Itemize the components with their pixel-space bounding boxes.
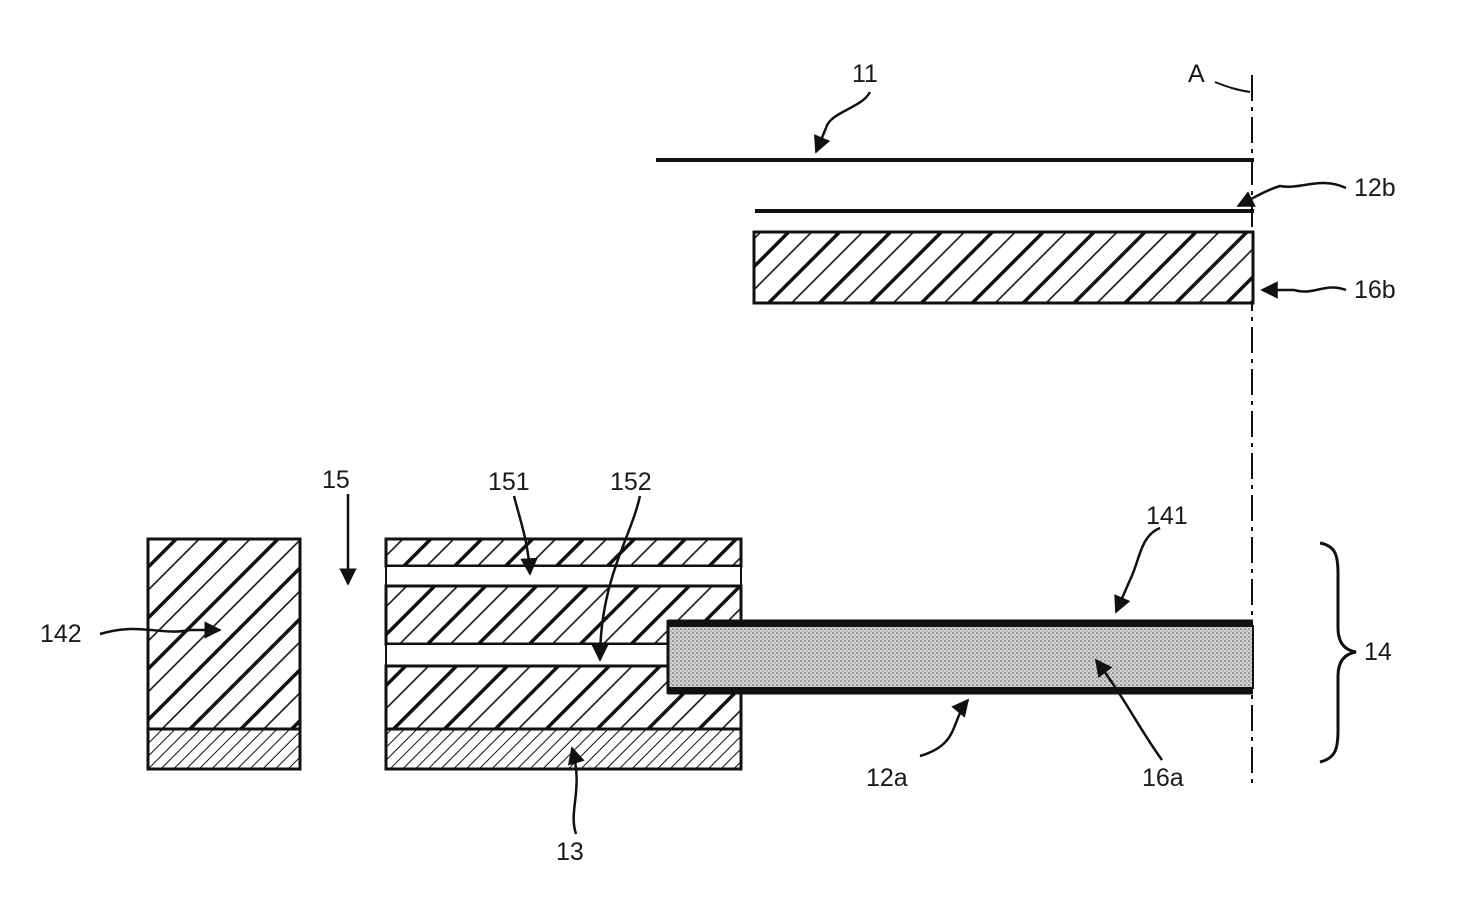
label-12a: 12a	[866, 764, 908, 792]
label-151: 151	[488, 468, 530, 496]
leader-a	[1215, 82, 1250, 92]
label-142: 142	[40, 620, 82, 648]
label-14: 14	[1364, 638, 1392, 666]
label-11: 11	[852, 60, 878, 88]
base-block-142	[148, 729, 300, 769]
label-16a: 16a	[1142, 764, 1184, 792]
leader-11	[816, 92, 870, 152]
label-15: 15	[322, 466, 350, 494]
leader-12b	[1238, 183, 1346, 206]
hatched-block-142	[148, 539, 300, 729]
leader-12a	[920, 700, 968, 756]
label-141: 141	[1146, 502, 1188, 530]
hatched-layer-top	[386, 539, 741, 566]
channel-152	[386, 644, 668, 666]
label-16b: 16b	[1354, 276, 1396, 304]
channel-151	[386, 566, 741, 586]
hatched-block-16b	[754, 232, 1253, 303]
brace-14	[1320, 543, 1356, 762]
leader-141	[1116, 528, 1160, 612]
label-12b: 12b	[1354, 174, 1396, 202]
label-152: 152	[610, 468, 652, 496]
dotted-region-16a	[668, 626, 1253, 688]
label-a: A	[1188, 60, 1205, 88]
base-layer-13	[386, 729, 741, 769]
leader-16b	[1262, 287, 1346, 291]
label-13: 13	[556, 838, 584, 866]
